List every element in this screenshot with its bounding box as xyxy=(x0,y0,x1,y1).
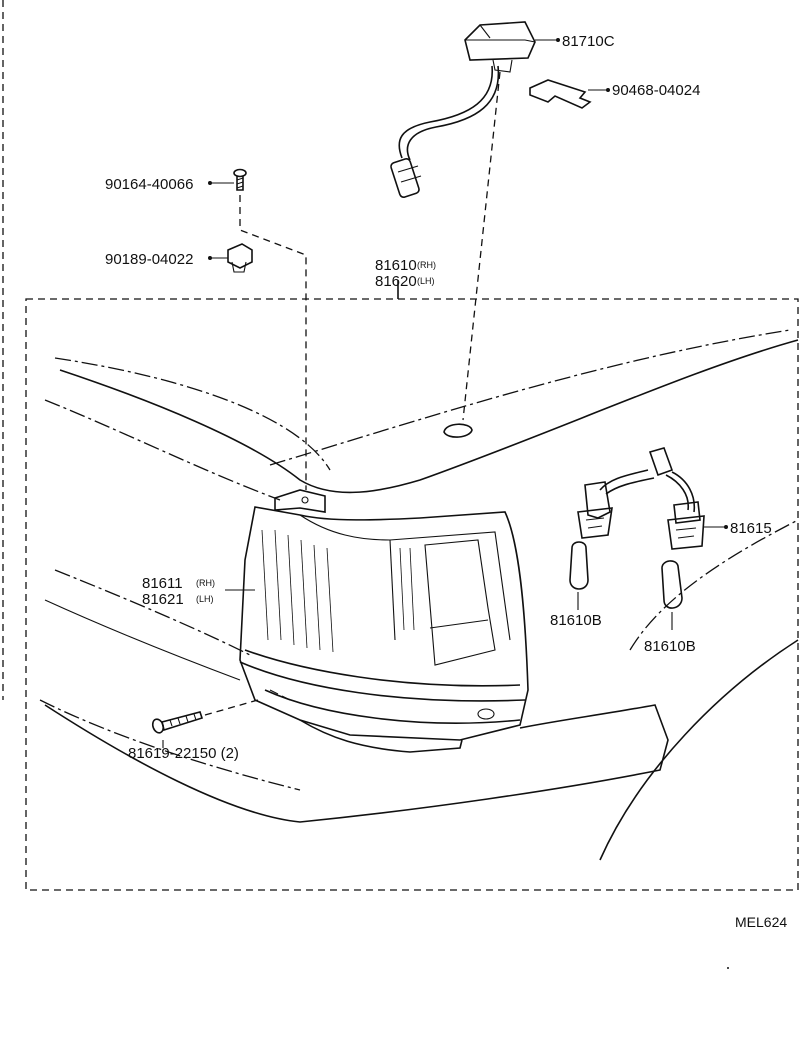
body-line xyxy=(39,699,301,791)
bumper-outline xyxy=(44,704,669,823)
label-socket-wire: 81615 xyxy=(730,520,772,537)
screw-part xyxy=(233,168,247,191)
label-lens-rh: 81611 xyxy=(142,575,183,592)
fender-outline xyxy=(599,639,799,861)
label-lamp-assy-rh-side: (RH) xyxy=(417,260,436,270)
label-nut: 90189-04022 xyxy=(105,251,193,268)
body-line xyxy=(54,569,251,656)
clip-bracket-part xyxy=(529,79,592,109)
label-bulb-left: 81610B xyxy=(550,612,602,629)
figure-code: MEL624 xyxy=(735,914,787,930)
socket-wire-assembly xyxy=(577,447,705,550)
assembly-dashed-line xyxy=(204,699,259,716)
socket-cover-part xyxy=(464,21,536,73)
assembly-dashed-line xyxy=(239,195,307,490)
label-lamp-assy-rh: 81610 xyxy=(375,257,417,274)
label-lens-lh-side: (LH) xyxy=(196,594,214,604)
label-lamp-assy-lh: 81620 xyxy=(375,273,417,290)
bulb-right-part xyxy=(661,560,683,609)
label-screw: 90164-40066 xyxy=(105,176,193,193)
body-line xyxy=(54,357,331,471)
body-line xyxy=(44,399,281,501)
label-lamp-assy-lh-side: (LH) xyxy=(417,276,435,286)
body-line xyxy=(629,519,799,651)
bulb-left-part xyxy=(569,541,589,590)
tapping-screw-part xyxy=(151,711,204,734)
assembly-dashed-line xyxy=(462,71,501,421)
label-bulb-right: 81610B xyxy=(644,638,696,655)
hood-outline xyxy=(59,339,799,494)
wire-harness xyxy=(398,65,493,159)
connector-plug xyxy=(390,158,422,198)
body-line xyxy=(269,329,791,466)
nut-part xyxy=(227,243,253,273)
label-tapping-screw: 81619-22150 (2) xyxy=(128,745,239,762)
wire-harness xyxy=(406,65,500,161)
label-socket-cover: 81710C xyxy=(562,33,615,50)
clearance-lamp-body xyxy=(239,489,529,753)
assembly-boundary xyxy=(25,298,799,891)
label-lens-rh-side: (RH) xyxy=(196,578,215,588)
body-line xyxy=(44,599,241,681)
label-clip-bracket: 90468-04024 xyxy=(612,82,700,99)
mounting-hole xyxy=(443,423,473,438)
label-lens-lh: 81621 xyxy=(142,591,184,608)
